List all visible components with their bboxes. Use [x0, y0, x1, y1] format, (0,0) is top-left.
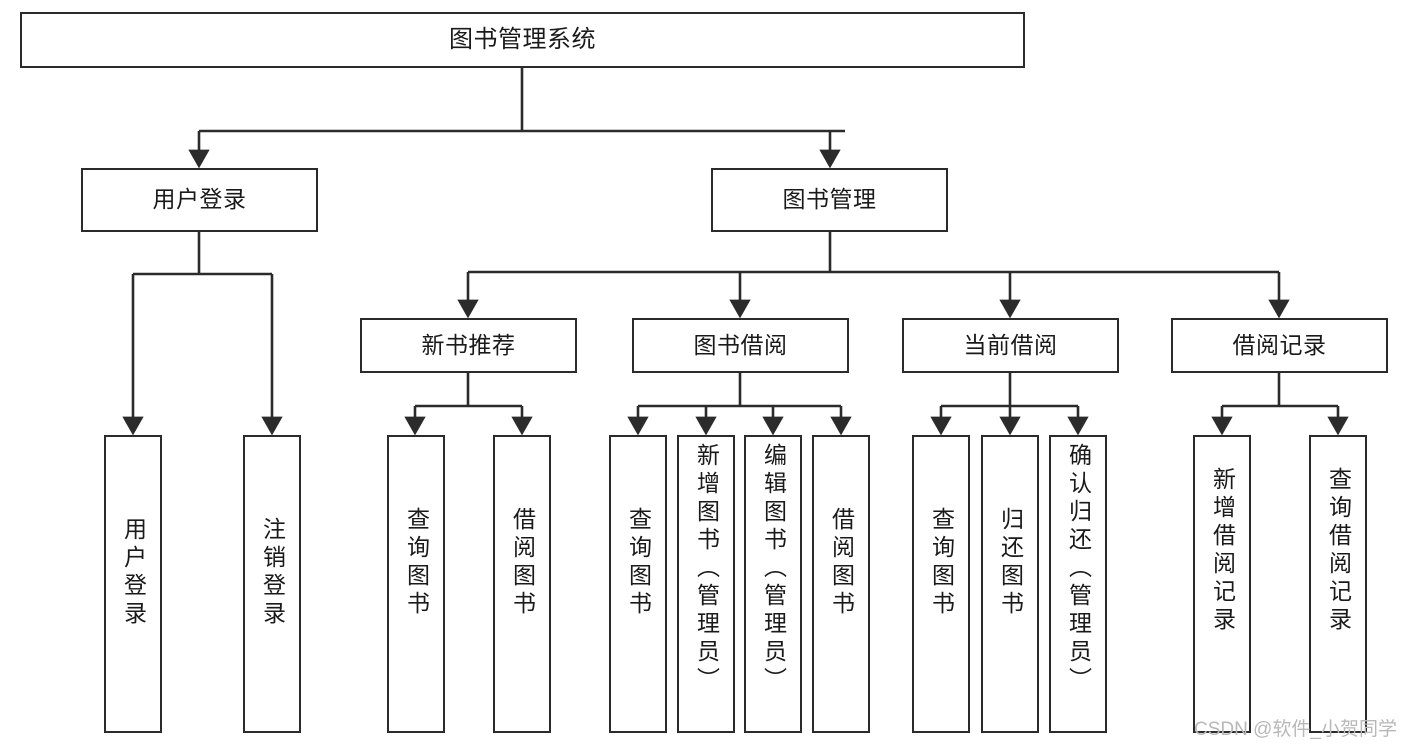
node-label: 图书管理 — [782, 186, 877, 213]
node-label: 用户登录 — [152, 186, 247, 213]
node-leaf-borrow-book[interactable]: 借阅图书 — [812, 435, 870, 733]
node-leaf-add-book-admin[interactable]: 新增图书（管理员） — [677, 435, 735, 733]
node-user-login[interactable]: 用户登录 — [81, 168, 318, 232]
node-leaf-return-book[interactable]: 归还图书 — [981, 435, 1039, 733]
node-label: 归还图书 — [997, 507, 1024, 619]
watermark: CSDN @软件_小贺同学 — [1194, 719, 1397, 740]
node-leaf-query-book-current[interactable]: 查询图书 — [912, 435, 970, 733]
node-label: 新书推荐 — [421, 331, 516, 358]
node-leaf-user-login[interactable]: 用户登录 — [104, 435, 162, 733]
node-label: 用户登录 — [120, 517, 147, 629]
node-label: 借阅图书 — [828, 507, 855, 619]
node-label: 确认归还（管理员） — [1065, 443, 1092, 695]
node-leaf-query-book-recommend[interactable]: 查询图书 — [387, 435, 445, 733]
node-book-management[interactable]: 图书管理 — [711, 168, 948, 232]
node-label: 图书管理系统 — [449, 25, 596, 53]
node-leaf-query-book-borrow[interactable]: 查询图书 — [609, 435, 667, 733]
node-label: 图书借阅 — [693, 331, 788, 358]
node-label: 查询图书 — [928, 507, 955, 619]
node-leaf-add-borrow-record[interactable]: 新增借阅记录 — [1193, 435, 1251, 733]
node-label: 注销登录 — [259, 517, 286, 629]
node-current-borrow[interactable]: 当前借阅 — [902, 318, 1119, 373]
node-label: 借阅图书 — [509, 507, 536, 619]
node-label: 当前借阅 — [963, 331, 1058, 358]
node-root-book-management-system[interactable]: 图书管理系统 — [20, 12, 1025, 68]
node-label: 查询图书 — [403, 507, 430, 619]
node-leaf-borrow-book-recommend[interactable]: 借阅图书 — [493, 435, 551, 733]
node-label: 编辑图书（管理员） — [760, 443, 787, 695]
node-leaf-query-borrow-record[interactable]: 查询借阅记录 — [1309, 435, 1367, 733]
node-leaf-confirm-return-admin[interactable]: 确认归还（管理员） — [1049, 435, 1107, 733]
node-book-borrow[interactable]: 图书借阅 — [632, 318, 849, 373]
node-borrow-record[interactable]: 借阅记录 — [1171, 318, 1388, 373]
node-label: 借阅记录 — [1232, 331, 1327, 358]
node-label: 新增图书（管理员） — [693, 443, 720, 695]
node-leaf-edit-book-admin[interactable]: 编辑图书（管理员） — [744, 435, 802, 733]
node-new-book-recommend[interactable]: 新书推荐 — [360, 318, 577, 373]
node-leaf-user-logout[interactable]: 注销登录 — [243, 435, 301, 733]
node-label: 查询借阅记录 — [1325, 467, 1352, 635]
node-label: 查询图书 — [625, 507, 652, 619]
node-label: 新增借阅记录 — [1209, 467, 1236, 635]
